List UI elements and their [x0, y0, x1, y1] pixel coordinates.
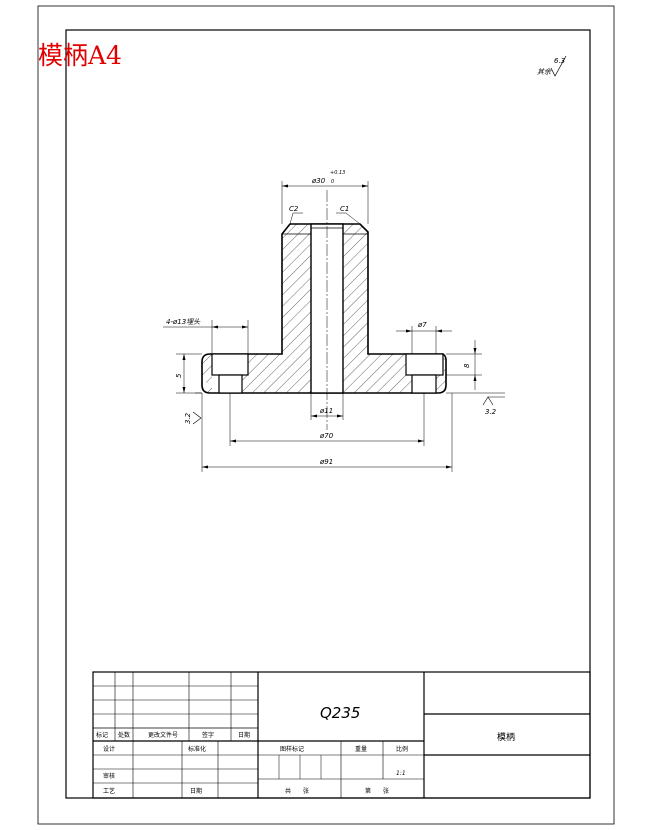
dimension-arrows [182, 184, 477, 469]
svg-text:日期: 日期 [190, 787, 202, 795]
svg-text:C2: C2 [289, 205, 299, 213]
roughness-default-symbol: 其余 6.3 [537, 55, 567, 77]
svg-text:工艺: 工艺 [103, 787, 115, 795]
roughness-symbol-left: 3.2 [184, 411, 202, 425]
svg-text:标记: 标记 [96, 731, 108, 739]
svg-text:处数: 处数 [118, 731, 130, 739]
part-section-view [201, 190, 447, 430]
svg-text:签字: 签字 [202, 731, 214, 739]
svg-text:ø91: ø91 [319, 458, 333, 466]
svg-text:8: 8 [463, 363, 471, 368]
svg-text:模柄: 模柄 [497, 731, 515, 743]
svg-text:更改文件号: 更改文件号 [148, 731, 178, 739]
svg-text:比例: 比例 [396, 745, 408, 753]
svg-text:设计: 设计 [103, 745, 115, 753]
svg-text:重量: 重量 [355, 745, 367, 753]
svg-text:共 张: 共 张 [285, 787, 309, 795]
svg-text:Q235: Q235 [320, 704, 360, 722]
svg-text:标准化: 标准化 [188, 745, 206, 753]
svg-text:1:1: 1:1 [396, 770, 406, 777]
dimension-lines [163, 181, 505, 472]
svg-text:6.3: 6.3 [554, 57, 565, 65]
svg-text:3.2: 3.2 [485, 408, 497, 416]
title-block [92, 671, 591, 799]
svg-text:日期: 日期 [238, 731, 250, 739]
svg-text:ø11: ø11 [319, 407, 333, 415]
svg-text:第 张: 第 张 [365, 787, 389, 795]
dimension-labels: ø30 +0.13 0 C2 C1 4-ø13埋头 ø7 5 8 ø11 ø70… [166, 170, 471, 466]
svg-text:+0.13: +0.13 [330, 170, 345, 176]
svg-text:3.2: 3.2 [184, 412, 192, 424]
svg-text:ø30: ø30 [311, 177, 326, 185]
outer-border [37, 5, 615, 825]
svg-text:C1: C1 [340, 205, 349, 213]
svg-text:0: 0 [331, 179, 334, 185]
svg-text:审核: 审核 [103, 772, 115, 780]
title-block-text: 标记 处数 更改文件号 签字 日期 设计 标准化 审核 工艺 日期 Q235 图… [96, 704, 515, 795]
svg-text:ø70: ø70 [319, 432, 334, 440]
svg-text:ø7: ø7 [417, 321, 427, 329]
drawing-title: 模柄A4 [38, 41, 122, 70]
svg-text:图样标记: 图样标记 [280, 745, 304, 753]
svg-text:5: 5 [175, 373, 183, 378]
roughness-symbol-right: 3.2 [482, 396, 505, 416]
svg-text:其余: 其余 [537, 68, 552, 76]
svg-text:4-ø13埋头: 4-ø13埋头 [166, 318, 201, 326]
